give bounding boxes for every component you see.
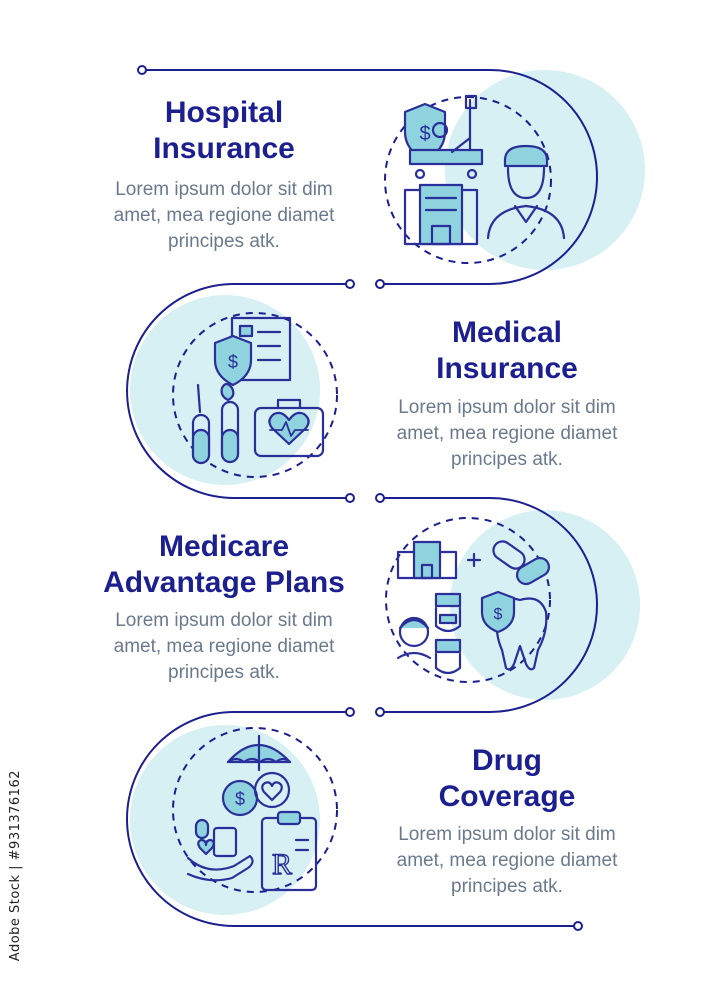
connector-dot [573, 921, 583, 931]
plus-icon [466, 552, 482, 568]
pills-icon [492, 540, 551, 586]
connector-arc-3 [382, 497, 598, 713]
svg-text:R: R [272, 848, 292, 881]
desc-line: principes atk. [451, 876, 563, 897]
connector-arc-4 [126, 711, 576, 927]
icon-frame-3 [385, 517, 551, 683]
title-line: Hospital [164, 96, 284, 129]
desc-line: Lorem ipsum dolor sit dim [398, 397, 616, 418]
medical-insurance-icons: $ [191, 316, 325, 465]
section-description: Lorem ipsum dolor sit dim amet, mea regi… [345, 822, 669, 900]
title-line: Insurance [153, 132, 295, 165]
drug-coverage-icons: $ R [186, 734, 318, 892]
desc-line: amet, mea regione diamet [113, 636, 335, 657]
title-line: Drug [472, 744, 542, 777]
hand-medicine-icon [186, 818, 254, 882]
section-title: Drug Coverage [345, 743, 669, 815]
desc-line: Lorem ipsum dolor sit dim [115, 610, 333, 631]
section-description: Lorem ipsum dolor sit dim amet, mea regi… [345, 395, 669, 473]
heart-icon [253, 771, 291, 809]
doctor-icon [434, 592, 462, 675]
desc-line: amet, mea regione diamet [396, 850, 618, 871]
connector-dot [375, 279, 385, 289]
blob-3 [450, 510, 640, 700]
shield-dollar-icon: $ [213, 334, 253, 387]
title-line: Medical [451, 316, 563, 349]
test-tubes-icon [191, 382, 240, 465]
connector-arc-2 [126, 283, 348, 499]
section-title: Hospital Insurance [0, 95, 448, 167]
svg-text:$: $ [235, 789, 245, 809]
svg-text:$: $ [494, 606, 503, 623]
svg-text:$: $ [228, 352, 238, 372]
connector-dot [345, 707, 355, 717]
hospital-insurance-icons: $ [403, 94, 566, 246]
connector-dot [375, 493, 385, 503]
desc-line: principes atk. [168, 231, 280, 252]
coin-dollar-icon: $ [221, 779, 259, 817]
section-description: Lorem ipsum dolor sit dim amet, mea regi… [0, 608, 448, 686]
tooth-shield-icon: $ [480, 590, 548, 671]
medicare-advantage-icons: $ [396, 540, 551, 675]
desc-line: principes atk. [168, 662, 280, 683]
title-line: Advantage Plans [103, 566, 345, 599]
title-line: Insurance [436, 352, 578, 385]
first-aid-kit-heart-icon [253, 398, 325, 458]
desc-line: amet, mea regione diamet [396, 423, 618, 444]
title-line: Medicare [158, 530, 290, 563]
section-title: Medicare Advantage Plans [0, 529, 448, 601]
connector-dots [137, 65, 583, 931]
nurse-icon [486, 144, 566, 240]
connector-dot [345, 493, 355, 503]
connector-dot [375, 707, 385, 717]
nurse-icon [396, 616, 432, 660]
connector-path [126, 69, 598, 927]
hospital-building-icon [396, 540, 458, 580]
connector-dot [137, 65, 147, 75]
desc-line: amet, mea regione diamet [113, 205, 335, 226]
connector-arc-1 [142, 69, 598, 285]
desc-line: principes atk. [451, 449, 563, 470]
desc-line: Lorem ipsum dolor sit dim [115, 179, 333, 200]
section-description: Lorem ipsum dolor sit dim amet, mea regi… [0, 177, 448, 255]
hospital-bed-patient-icon [408, 94, 484, 180]
icon-frame-2 [172, 312, 338, 478]
section-title: Medical Insurance [345, 315, 669, 387]
prescription-clipboard-icon: R [260, 810, 318, 892]
desc-line: Lorem ipsum dolor sit dim [398, 824, 616, 845]
icon-frame-4 [172, 727, 338, 893]
title-line: Coverage [438, 780, 576, 813]
stock-watermark: Adobe Stock | #931376162 [8, 770, 23, 962]
hospital-building-icon [403, 183, 479, 246]
connector-dot [345, 279, 355, 289]
umbrella-icon [226, 734, 292, 772]
svg-text:$: $ [419, 123, 430, 145]
